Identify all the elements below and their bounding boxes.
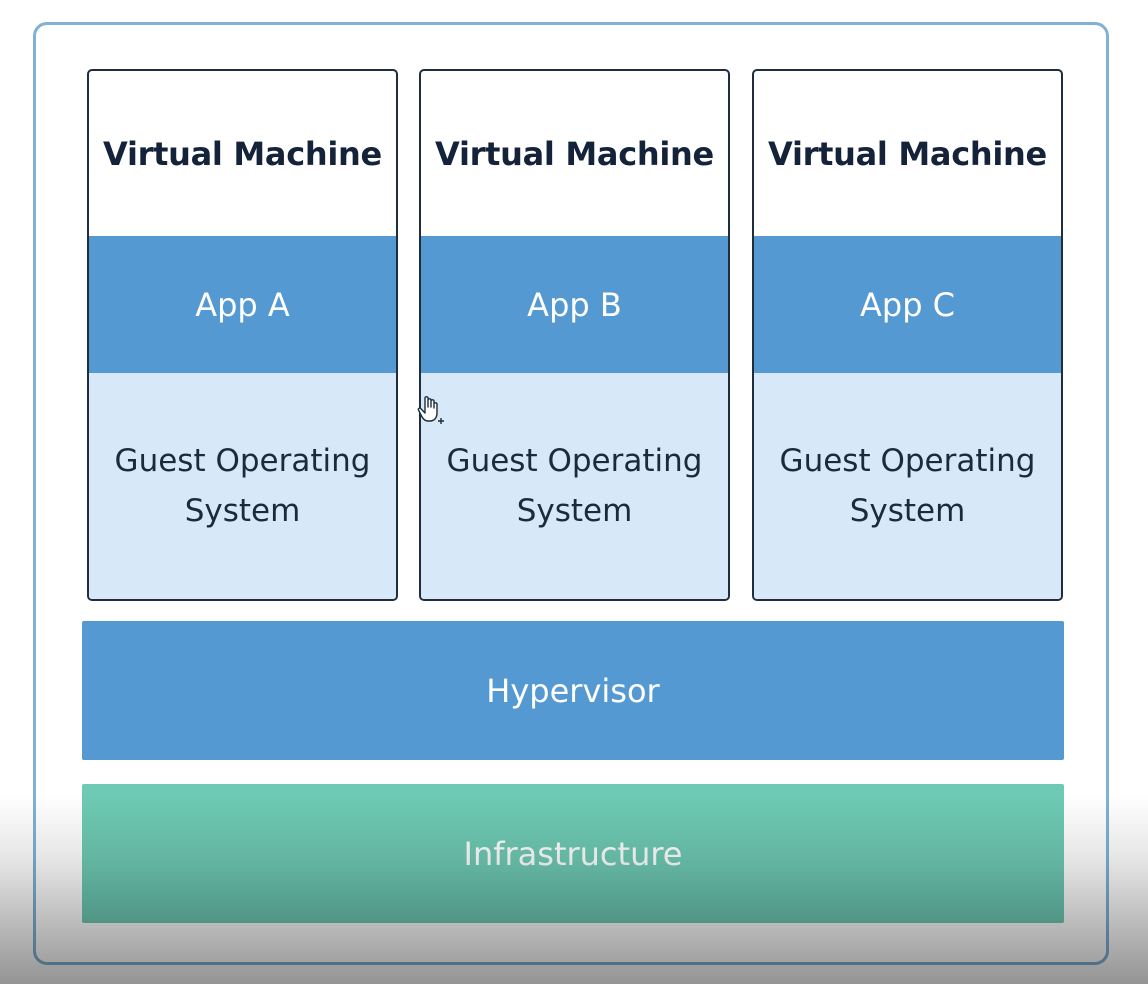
virtual-machine-b: Virtual Machine App B Guest Operating Sy… bbox=[419, 69, 730, 601]
guest-os-layer: Guest Operating System bbox=[89, 373, 396, 599]
virtual-machine-c: Virtual Machine App C Guest Operating Sy… bbox=[752, 69, 1063, 601]
vm-title: Virtual Machine bbox=[103, 134, 382, 173]
app-layer-b: App B bbox=[421, 236, 728, 373]
vm-title: Virtual Machine bbox=[768, 134, 1047, 173]
guest-os-layer: Guest Operating System bbox=[421, 373, 728, 599]
vm-title: Virtual Machine bbox=[435, 134, 714, 173]
virtual-machine-a: Virtual Machine App A Guest Operating Sy… bbox=[87, 69, 398, 601]
guest-os-layer: Guest Operating System bbox=[754, 373, 1061, 599]
app-layer-c: App C bbox=[754, 236, 1061, 373]
infrastructure-layer: Infrastructure bbox=[82, 784, 1064, 923]
hypervisor-layer: Hypervisor bbox=[82, 621, 1064, 760]
app-layer-a: App A bbox=[89, 236, 396, 373]
hand-cursor-icon bbox=[417, 396, 444, 424]
